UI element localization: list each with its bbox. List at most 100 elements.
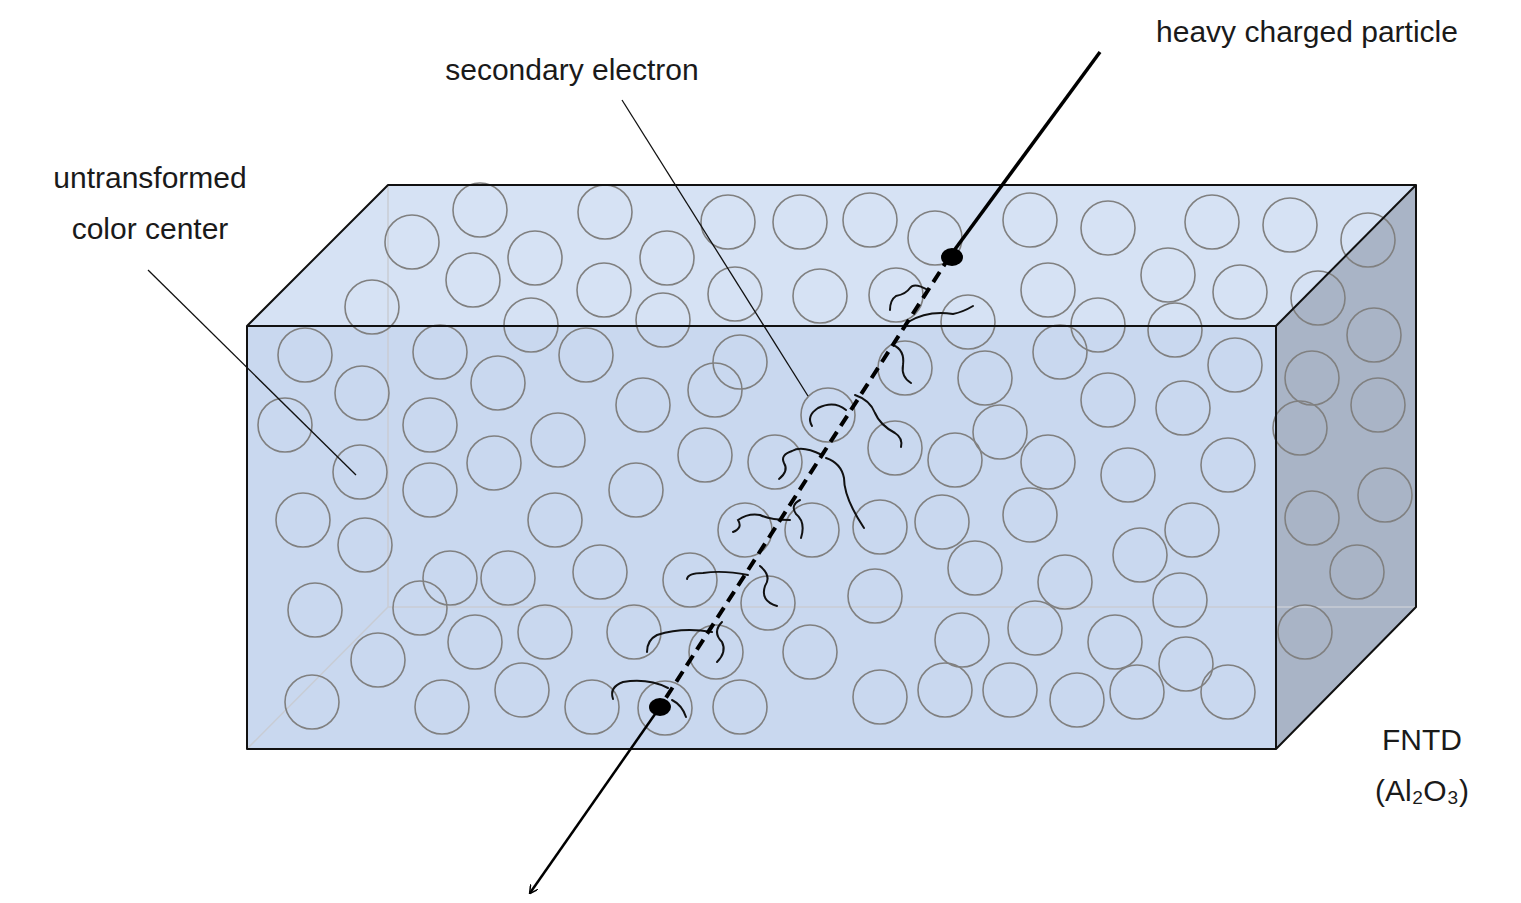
color-center [1038, 555, 1092, 609]
crystal-side-face [1276, 185, 1416, 749]
electron-label: secondary electron [412, 44, 732, 95]
color-center [278, 328, 332, 382]
color-center [983, 663, 1037, 717]
color-center [1021, 263, 1075, 317]
color-center [508, 231, 562, 285]
crystal-outline [247, 185, 1416, 749]
color-center [1088, 615, 1142, 669]
color-center [1033, 325, 1087, 379]
color-center [1156, 381, 1210, 435]
electron-track [612, 681, 668, 699]
particle-track-inside [660, 256, 950, 707]
color-center [1081, 201, 1135, 255]
color-center [1050, 673, 1104, 727]
color-center [285, 675, 339, 729]
color-center [843, 193, 897, 247]
entry-point [941, 248, 963, 266]
color-center [741, 576, 795, 630]
electron-track [893, 345, 911, 383]
color-center [1285, 351, 1339, 405]
leader-line [622, 100, 808, 396]
color-center [1003, 488, 1057, 542]
color-center [688, 363, 742, 417]
color-center [403, 463, 457, 517]
color-center [1347, 308, 1401, 362]
color-center [948, 541, 1002, 595]
color-center-label: untransformed color center [30, 152, 270, 254]
color-center [423, 551, 477, 605]
color-center [453, 183, 507, 237]
color-center [415, 680, 469, 734]
color-center [1273, 401, 1327, 455]
color-center [1263, 198, 1317, 252]
color-center [636, 293, 690, 347]
electron-track [794, 500, 803, 538]
color-center [573, 545, 627, 599]
color-center [958, 351, 1012, 405]
particle-label: heavy charged particle [1097, 6, 1517, 57]
color-center [1101, 448, 1155, 502]
color-center [708, 267, 762, 321]
electron-track [687, 572, 748, 579]
color-center [338, 518, 392, 572]
color-center [577, 263, 631, 317]
color-center [467, 436, 521, 490]
color-center [413, 325, 467, 379]
color-center [1201, 665, 1255, 719]
color-center [607, 605, 661, 659]
color-center [1148, 303, 1202, 357]
color-center [1330, 545, 1384, 599]
color-center [258, 398, 312, 452]
color-center [385, 215, 439, 269]
hidden-edge [247, 607, 388, 749]
electron-track [890, 285, 928, 310]
crystal-front-face [247, 326, 1276, 749]
color-center [471, 356, 525, 410]
color-center [1165, 503, 1219, 557]
color-center [853, 500, 907, 554]
color-center [531, 413, 585, 467]
color-center [1081, 373, 1135, 427]
color-center [1113, 528, 1167, 582]
color-center [748, 435, 802, 489]
color-center [481, 551, 535, 605]
color-center [701, 195, 755, 249]
color-center [1213, 265, 1267, 319]
color-center [1008, 601, 1062, 655]
color-center [935, 613, 989, 667]
color-center [565, 680, 619, 734]
hidden-edges [247, 185, 1416, 749]
crystal-edge [247, 185, 1416, 749]
leader-line [148, 270, 356, 475]
color-center [1285, 491, 1339, 545]
color-center [1110, 665, 1164, 719]
exit-point [649, 698, 671, 716]
color-center [335, 366, 389, 420]
color-center [1208, 338, 1262, 392]
color-center [1141, 248, 1195, 302]
color-center [1021, 435, 1075, 489]
color-center [1291, 271, 1345, 325]
color-center [518, 605, 572, 659]
particle-track-out [530, 707, 660, 893]
color-center [1351, 378, 1405, 432]
color-center [878, 341, 932, 395]
color-center [663, 553, 717, 607]
electron-track [717, 622, 724, 662]
color-center [853, 670, 907, 724]
detector-label: FNTD (Al₂O₃) [1347, 714, 1497, 816]
color-center [1153, 573, 1207, 627]
particle-track-in [950, 52, 1100, 256]
color-center [928, 433, 982, 487]
hidden-edge [388, 606, 1416, 608]
color-center [609, 463, 663, 517]
color-center [276, 493, 330, 547]
color-center [559, 328, 613, 382]
color-center [941, 295, 995, 349]
color-center [448, 615, 502, 669]
color-center [793, 269, 847, 323]
color-center [1278, 605, 1332, 659]
color-center [785, 503, 839, 557]
